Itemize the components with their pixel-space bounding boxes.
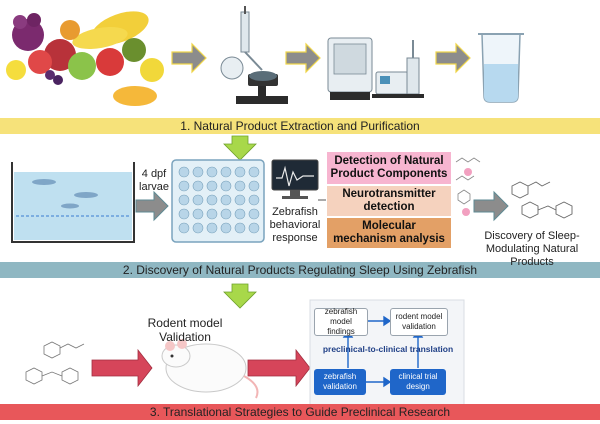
compound-molecule-icon	[25, 341, 85, 385]
flow-rodent-validation: rodent model validation	[390, 308, 448, 336]
box-neurotransmitter: Neurotransmitter detection	[327, 186, 451, 216]
banner-stage2-bg	[0, 262, 600, 278]
banner-stage2: 2. Discovery of Natural Products Regulat…	[122, 263, 478, 277]
flow-translation-label: preclinical-to-clinical translation	[322, 344, 454, 354]
box-detection: Detection of Natural Product Components	[327, 152, 451, 184]
arrow-compound-to-rodent	[91, 348, 153, 388]
flow-zebrafish-validation: zebrafish validation	[314, 369, 366, 395]
fruit-pile-icon	[6, 11, 164, 106]
rodent-label: Rodent model Validation	[147, 316, 223, 344]
banner-stage3-bg	[0, 404, 600, 420]
arrow-stage2-to-stage3	[223, 283, 257, 309]
flower-icons	[462, 168, 472, 216]
arrow-fruit-to-evaporator	[171, 42, 207, 74]
arrow-rodent-to-flow	[247, 348, 311, 388]
behavior-label: Zebrafish behavioral response	[269, 206, 321, 244]
fish-tank-icon	[11, 162, 135, 243]
beaker-icon	[478, 33, 524, 103]
rotary-evaporator-icon	[220, 6, 288, 104]
molecule-icons	[455, 157, 481, 205]
discovery-label: Discovery of Sleep- Modulating Natural P…	[484, 230, 580, 268]
discovered-molecule-icon	[511, 181, 573, 219]
rodent-icon	[161, 339, 259, 399]
monitor-icon	[271, 159, 319, 199]
arrow-analysis-to-discovery	[473, 190, 509, 222]
banner-stage1-bg	[0, 118, 600, 134]
flow-zebrafish-findings: zebrafish model findings	[314, 307, 368, 336]
arrow-evaporator-to-dryer	[285, 42, 321, 74]
larvae-label: 4 dpf larvae	[139, 168, 169, 193]
freeze-dryer-icon	[327, 37, 424, 100]
arrow-stage1-to-stage2	[223, 135, 257, 161]
arrow-tank-to-plate	[135, 190, 169, 222]
well-plate-icon	[171, 159, 265, 243]
banner-stage1: 1. Natural Product Extraction and Purifi…	[180, 119, 420, 133]
banner-stage3: 3. Translational Strategies to Guide Pre…	[149, 405, 451, 419]
box-molecular: Molecular mechanism analysis	[327, 218, 451, 248]
flow-clinical-design: clinical trial design	[390, 369, 446, 395]
arrow-dryer-to-beaker	[435, 42, 471, 74]
